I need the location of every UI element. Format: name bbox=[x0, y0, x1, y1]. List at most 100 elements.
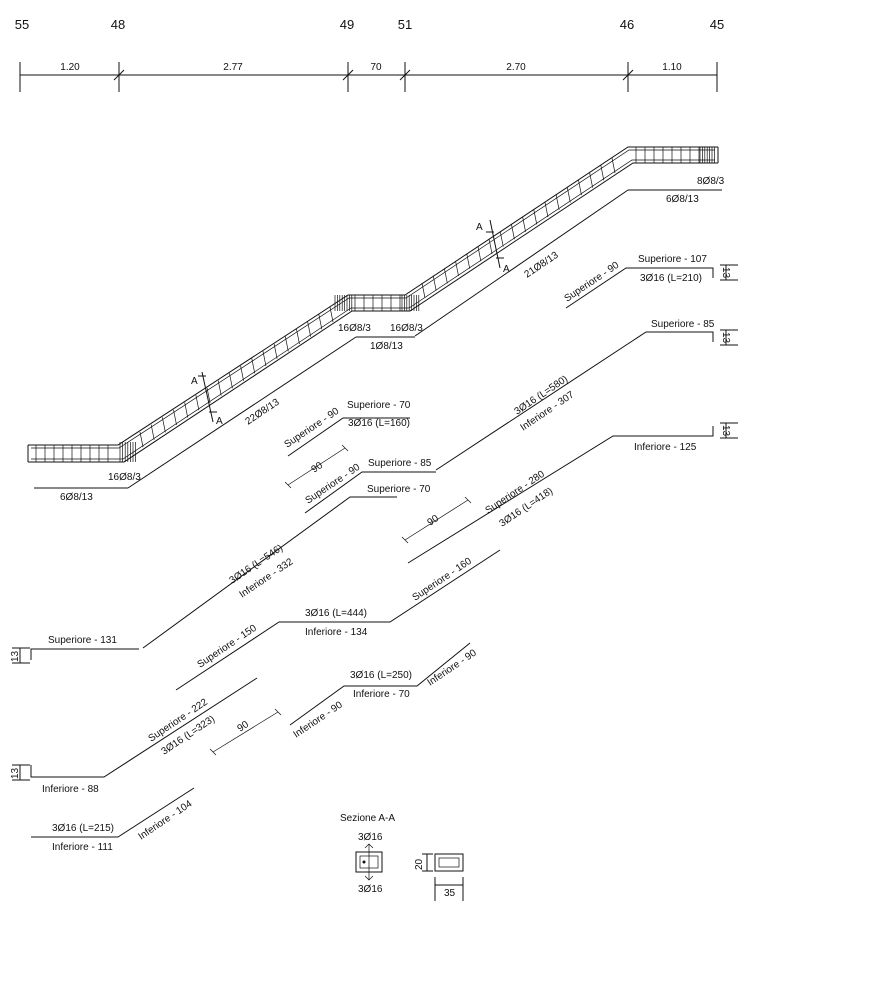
stirrup-line bbox=[262, 351, 267, 367]
hook-marker: 13 bbox=[720, 329, 738, 346]
section-mark-label: A bbox=[476, 222, 483, 233]
stirrup-line bbox=[206, 387, 211, 403]
stirrup-line bbox=[240, 365, 244, 381]
svg-text:13: 13 bbox=[720, 425, 731, 437]
span-label: 2.77 bbox=[223, 62, 243, 73]
bar-label: 3Ø16 (L=160) bbox=[348, 418, 410, 429]
section-mark-label: A bbox=[216, 416, 223, 427]
bar-7: 3Ø16 (L=546) Inferiore - 332 Superiore -… bbox=[30, 543, 296, 660]
bar-label: Superiore - 70 bbox=[347, 400, 411, 411]
bar-label: Superiore - 160 bbox=[411, 556, 475, 604]
stirrup-line bbox=[329, 306, 334, 323]
bar-label: Superiore - 131 bbox=[48, 635, 117, 646]
stirrup-line bbox=[589, 172, 593, 188]
stirrup-label: 1Ø8/13 bbox=[370, 341, 403, 352]
axis-label-48: 48 bbox=[111, 17, 125, 32]
stirrup-line bbox=[444, 268, 448, 284]
stirrup-line bbox=[533, 209, 538, 225]
svg-text:13: 13 bbox=[720, 332, 731, 344]
axis-label-45: 45 bbox=[710, 17, 724, 32]
section-title: Sezione A-A bbox=[340, 813, 395, 824]
bar-label: Superiore - 70 bbox=[367, 484, 431, 495]
stirrup-line bbox=[455, 260, 459, 277]
hook-markers: 13 13 13 13 13 bbox=[10, 264, 738, 781]
stirrup-line bbox=[251, 358, 256, 374]
section-outline-dimensioned bbox=[434, 853, 464, 872]
stirrup-label: 21Ø8/13 bbox=[523, 250, 561, 281]
bar-label: Superiore - 150 bbox=[196, 623, 260, 671]
axis-label-55: 55 bbox=[15, 17, 29, 32]
svg-text:13: 13 bbox=[720, 267, 731, 279]
section-bottom-bars: 3Ø16 bbox=[358, 884, 383, 895]
bar-9: 3Ø16 (L=250) Inferiore - 70 Inferiore - … bbox=[289, 642, 480, 740]
section-marker-upper: A A bbox=[476, 219, 510, 275]
section-top-bars: 3Ø16 bbox=[358, 832, 383, 843]
bar-label: 3Ø16 (L=210) bbox=[640, 273, 702, 284]
span-label: 70 bbox=[370, 62, 382, 73]
span-label: 1.20 bbox=[60, 62, 80, 73]
bar-label: Inferiore - 90 bbox=[292, 699, 346, 740]
stirrup-label: 8Ø8/3 bbox=[697, 176, 725, 187]
stirrup-label: 16Ø8/3 bbox=[338, 323, 371, 334]
bar-label: Inferiore - 90 bbox=[426, 647, 480, 688]
svg-text:13: 13 bbox=[10, 650, 21, 662]
stirrup-line bbox=[566, 187, 571, 203]
bar-label: Superiore - 85 bbox=[368, 458, 432, 469]
section-a-a: Sezione A-A 3Ø16 3Ø16 20 35 bbox=[340, 813, 464, 901]
axis-label-46: 46 bbox=[620, 17, 634, 32]
stirrup-line bbox=[522, 216, 526, 232]
bar-label: 3Ø16 (L=215) bbox=[52, 823, 114, 834]
section-marker-lower: A A bbox=[191, 371, 223, 427]
bar-label: Inferiore - 104 bbox=[137, 798, 195, 842]
section-mark-label: A bbox=[191, 376, 198, 387]
bar-5: Inferiore - 125 bbox=[407, 426, 714, 564]
stirrup-line bbox=[544, 202, 549, 218]
section-mark-label: A bbox=[503, 264, 510, 275]
axis-label-49: 49 bbox=[340, 17, 354, 32]
stirrup-line bbox=[466, 253, 471, 269]
hook-marker: 13 bbox=[720, 422, 738, 439]
stirrup-line bbox=[421, 282, 426, 299]
stirrup-line bbox=[229, 373, 233, 389]
stirrup-lines bbox=[35, 147, 715, 462]
stirrup-line bbox=[217, 380, 222, 396]
axis-dimension-group: 55 48 49 51 46 45 1.20 2.77 70 2.70 1.10 bbox=[15, 17, 724, 92]
stirrup-label: 22Ø8/13 bbox=[244, 397, 282, 428]
stirrup-line bbox=[488, 238, 493, 254]
span-label: 1.10 bbox=[662, 62, 682, 73]
bar-label: 3Ø16 (L=250) bbox=[350, 670, 412, 681]
bar-label: Inferiore - 88 bbox=[42, 784, 99, 795]
stirrup-line bbox=[273, 343, 278, 359]
stirrup-line bbox=[432, 275, 437, 291]
bar-label: Superiore - 85 bbox=[651, 319, 715, 330]
hook-marker: 13 bbox=[720, 264, 738, 281]
svg-text:13: 13 bbox=[10, 767, 21, 779]
stirrup-labels: 8Ø8/3 6Ø8/13 21Ø8/13 16Ø8/3 16Ø8/3 1Ø8/1… bbox=[34, 176, 725, 503]
section-height-label: 20 bbox=[414, 858, 425, 870]
stirrup-line bbox=[611, 157, 616, 174]
bar-label: 90 bbox=[236, 719, 252, 735]
bar-11: 3Ø16 (L=215) Inferiore - 111 Inferiore -… bbox=[31, 787, 195, 853]
bar-label: Inferiore - 111 bbox=[52, 842, 113, 853]
axis-label-51: 51 bbox=[398, 17, 412, 32]
dimension-ticks bbox=[19, 62, 718, 92]
stirrup-line bbox=[162, 417, 166, 433]
beam-outline-top bbox=[28, 146, 718, 446]
bar-label: Superiore - 90 bbox=[283, 406, 342, 451]
stair-beam bbox=[27, 146, 719, 463]
stirrup-line bbox=[578, 179, 582, 196]
stirrup-line bbox=[284, 336, 289, 352]
bar-3: Superiore - 70 3Ø16 (L=160) Superiore - … bbox=[283, 400, 411, 457]
stirrup-line bbox=[173, 409, 177, 426]
section-width-label: 35 bbox=[444, 888, 456, 899]
stirrup-line bbox=[184, 402, 189, 418]
stirrup-line bbox=[477, 246, 482, 262]
hook-marker: 13 bbox=[10, 647, 30, 664]
stirrup-label: 16Ø8/3 bbox=[390, 323, 423, 334]
stirrup-line bbox=[195, 395, 200, 411]
bar-label: 90 bbox=[426, 513, 442, 529]
stirrup-label: 6Ø8/13 bbox=[666, 194, 699, 205]
stirrup-line bbox=[511, 224, 515, 240]
bar-label: 3Ø16 (L=444) bbox=[305, 608, 367, 619]
